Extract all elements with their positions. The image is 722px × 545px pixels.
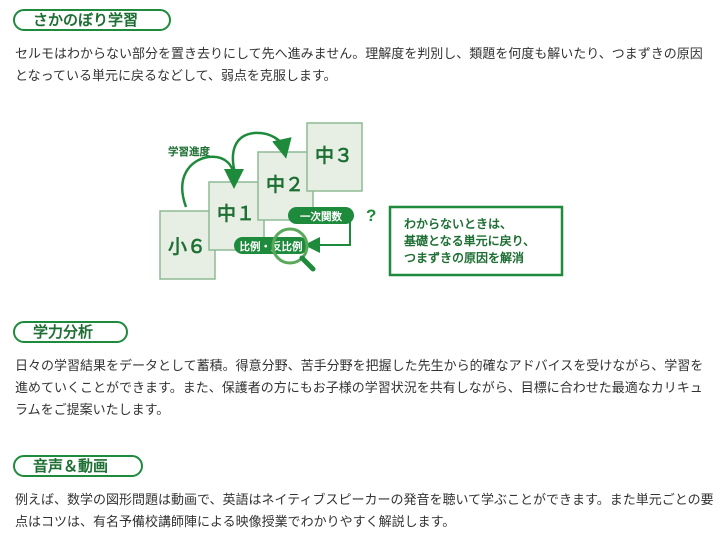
- section-body-audio-video: 例えば、数学の図形問題は動画で、英語はネイティブスピーカーの発音を聴いて学ぶこと…: [15, 493, 714, 530]
- grade-label: 小６: [168, 236, 206, 258]
- callout-box: わからないときは、 基礎となる単元に戻り、 つまずきの原因を解消: [388, 205, 564, 277]
- grade-box-chu1: 中１: [208, 181, 265, 251]
- progress-arrow-2: [231, 131, 292, 178]
- grade-label: 中１: [217, 202, 255, 225]
- section-heading-audio-video: 音声＆動画: [13, 455, 143, 477]
- magnifier-icon: [271, 227, 316, 272]
- section-heading-text: 音声＆動画: [33, 457, 109, 475]
- progress-arrow-1: [181, 155, 244, 208]
- section-body-sakanobori: セルモはわからない部分を置き去りにして先へ進みません。理解度を判別し、類題を何度…: [15, 47, 703, 84]
- section-heading-analysis: 学力分析: [13, 321, 128, 343]
- topic-tag-label: 一次関数: [300, 210, 342, 223]
- section-body-analysis: 日々の学習結果をデータとして蓄積。得意分野、苦手分野を把握した先生から的確なアド…: [15, 359, 704, 418]
- question-mark: ?: [366, 206, 376, 225]
- callout-line: 基礎となる単元に戻り、: [403, 233, 535, 248]
- review-tag-label: 比例・反比例: [240, 240, 303, 253]
- review-tag: 比例・反比例: [234, 237, 308, 254]
- learning-progress-diagram: 小６ 中１ 中２ 中３ 学習進度 一次関数 ? 比例・反比例 わからないときは、…: [159, 122, 564, 280]
- grade-label: 中２: [266, 173, 304, 196]
- grade-box-chu3: 中３: [306, 122, 363, 192]
- callout-line: わからないときは、: [404, 217, 512, 231]
- topic-tag: 一次関数: [288, 207, 354, 224]
- callout-line: つまずきの原因を解消: [404, 250, 524, 265]
- grade-box-sho6: 小６: [159, 210, 216, 280]
- grade-label: 中３: [315, 144, 353, 167]
- progress-label: 学習進度: [168, 145, 210, 158]
- section-heading-text: さかのぼり学習: [33, 11, 139, 29]
- return-arrow: [304, 215, 354, 253]
- section-heading-text: 学力分析: [33, 323, 94, 341]
- section-heading-sakanobori: さかのぼり学習: [13, 9, 171, 31]
